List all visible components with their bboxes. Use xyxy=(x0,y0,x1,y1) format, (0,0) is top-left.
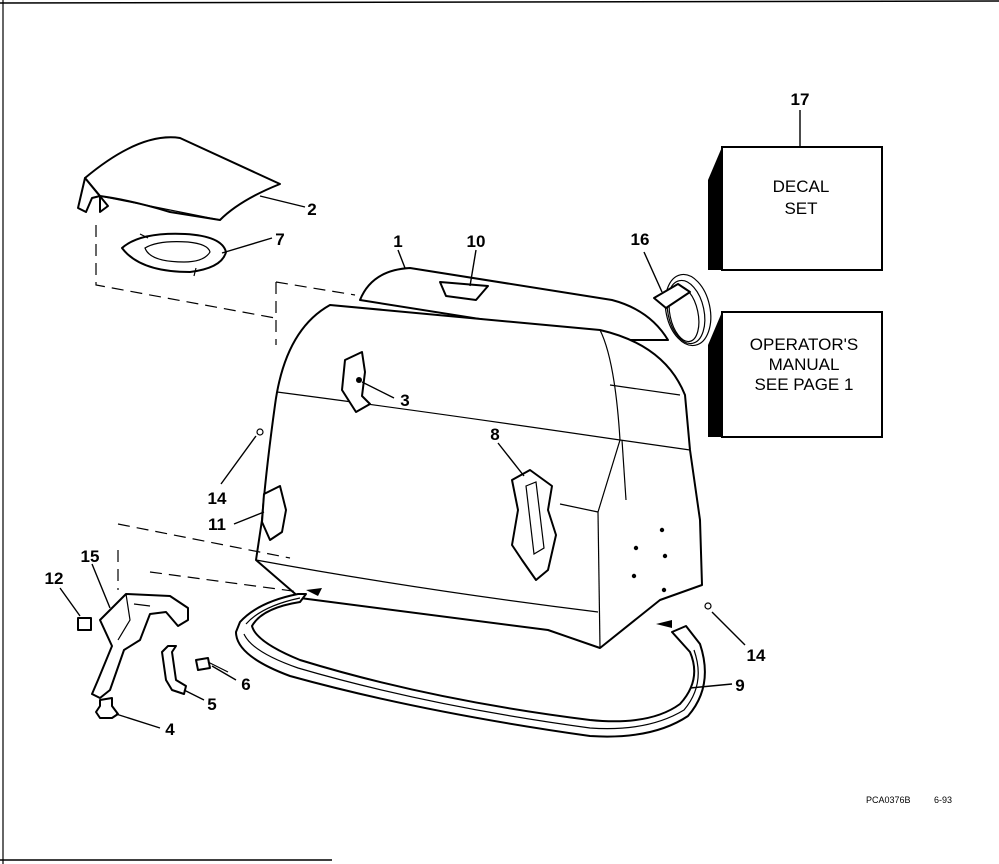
top-cover-part xyxy=(77,136,281,221)
drawing-date: 6-93 xyxy=(934,795,952,805)
decal-set-box: DECAL SET xyxy=(708,146,883,271)
callout-2: 2 xyxy=(307,200,316,219)
leader-10 xyxy=(469,249,477,287)
leader-5 xyxy=(183,689,205,701)
callout-10: 10 xyxy=(467,232,486,251)
callout-15: 15 xyxy=(81,547,100,566)
leader-4 xyxy=(115,713,161,729)
gasket-seal-part xyxy=(235,588,706,738)
drawing-code: PCA0376B xyxy=(866,795,911,805)
alignment-dashed-line-mid xyxy=(275,281,356,296)
alignment-dashed-line-top xyxy=(95,225,276,319)
manual-box-line1: OPERATOR'S xyxy=(750,335,858,354)
manual-box-line3: SEE PAGE 1 xyxy=(755,375,854,394)
leader-8 xyxy=(497,442,525,477)
alignment-dashed-line-lower xyxy=(117,523,291,559)
callout-14-right: 14 xyxy=(747,646,766,665)
callout-12: 12 xyxy=(45,569,64,588)
callout-5: 5 xyxy=(207,695,216,714)
decal-box-line2: SET xyxy=(784,199,817,218)
callout-14-left: 14 xyxy=(208,489,227,508)
leader-14-left xyxy=(220,435,257,485)
leader-7 xyxy=(221,237,273,254)
bracket-11-part xyxy=(261,485,287,541)
operators-manual-box: OPERATOR'S MANUAL SEE PAGE 1 xyxy=(708,311,883,438)
motor-cover-part xyxy=(255,267,703,649)
leader-11 xyxy=(233,511,265,525)
leader-14-right xyxy=(711,611,746,646)
wire-coil-part xyxy=(653,273,712,347)
nut-12-part xyxy=(77,617,92,631)
leader-12 xyxy=(59,587,81,617)
screw-6-part xyxy=(195,657,229,673)
leader-2 xyxy=(259,195,306,208)
seal-ring-part xyxy=(121,232,227,277)
callout-11: 11 xyxy=(208,515,226,534)
rivet-14-left xyxy=(256,428,264,436)
leader-15 xyxy=(91,563,111,609)
latch-bracket-part xyxy=(511,469,557,581)
callout-17: 17 xyxy=(791,90,810,109)
callout-9: 9 xyxy=(735,676,744,695)
top-border-line xyxy=(0,0,999,4)
manual-box-line2: MANUAL xyxy=(769,355,840,374)
hook-5-part xyxy=(161,645,187,695)
rivet-14-right xyxy=(704,602,712,610)
leader-6 xyxy=(211,665,237,681)
callout-16: 16 xyxy=(631,230,650,249)
leader-1 xyxy=(397,249,406,269)
leader-3 xyxy=(361,381,395,399)
callout-8: 8 xyxy=(490,425,499,444)
callout-1: 1 xyxy=(393,232,402,251)
callout-4: 4 xyxy=(165,720,175,739)
leader-9 xyxy=(689,683,733,689)
knob-4-part xyxy=(95,697,119,719)
leader-16 xyxy=(643,251,663,293)
callout-3: 3 xyxy=(400,391,409,410)
latch-plate-part xyxy=(341,351,371,413)
alignment-dashed-line-lower3 xyxy=(149,571,301,593)
mounting-bracket-part xyxy=(91,593,189,699)
callout-7: 7 xyxy=(275,230,284,249)
decal-box-line1: DECAL xyxy=(773,177,830,196)
callout-6: 6 xyxy=(241,675,250,694)
